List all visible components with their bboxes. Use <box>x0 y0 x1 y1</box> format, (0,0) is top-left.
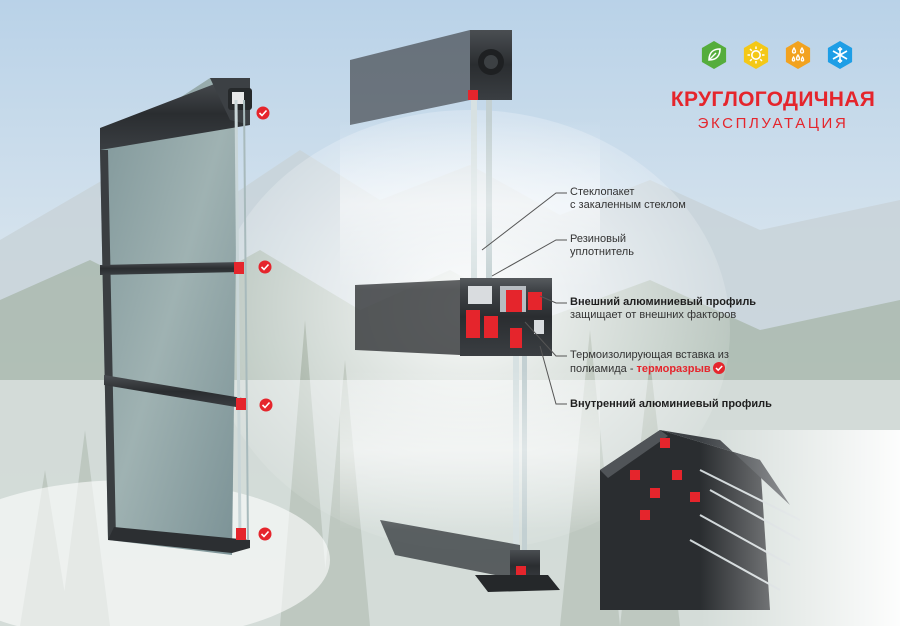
check-icon <box>258 527 272 541</box>
callout-inner-profile: Внутренний алюминиевый профиль <box>570 398 772 411</box>
raindrops-icon <box>785 41 811 69</box>
season-icons <box>656 40 898 74</box>
check-icon <box>258 260 272 274</box>
callout-glass: Стеклопакет с закаленным стеклом <box>570 186 686 212</box>
callout-thermal-break: Термоизолирующая вставка из полиамида - … <box>570 349 729 376</box>
leader-lines <box>481 192 567 405</box>
title-block: КРУГЛОГОДИЧНАЯ ЭКСПЛУАТАЦИЯ <box>648 40 898 132</box>
sun-icon <box>743 41 769 69</box>
leaf-icon <box>701 41 727 69</box>
callout-glass-subtitle: с закаленным стеклом <box>570 199 686 211</box>
snowflake-icon <box>827 41 853 69</box>
callout-glass-title: Стеклопакет <box>570 186 635 198</box>
callout-outer-title: Внешний алюминиевый профиль <box>570 296 757 308</box>
check-icon <box>712 362 725 374</box>
callout-inner-title: Внутренний алюминиевый профиль <box>570 398 772 410</box>
callout-seal-subtitle: уплотнитель <box>570 246 634 258</box>
profile-cross-section <box>340 30 600 592</box>
callout-seal: Резиновый уплотнитель <box>570 233 634 259</box>
callout-outer-subtitle: защищает от внешних факторов <box>570 309 737 321</box>
callout-thermal-prefix: полиамида - <box>570 363 637 375</box>
check-icon <box>259 398 273 412</box>
check-icon <box>256 106 270 120</box>
window-elevation <box>100 78 252 555</box>
profile-detail-3d <box>600 430 900 626</box>
heading-sub: ЭКСПЛУАТАЦИЯ <box>697 115 849 132</box>
callout-thermal-title: Термоизолирующая вставка из <box>570 349 729 361</box>
heading-main: КРУГЛОГОДИЧНАЯ <box>670 88 876 111</box>
callout-thermal-subtitle: полиамида - терморазрыв <box>570 362 729 376</box>
callout-outer-profile: Внешний алюминиевый профиль защищает от … <box>570 296 756 322</box>
callout-seal-title: Резиновый <box>570 233 627 245</box>
thermal-break-highlight: терморазрыв <box>636 363 711 375</box>
